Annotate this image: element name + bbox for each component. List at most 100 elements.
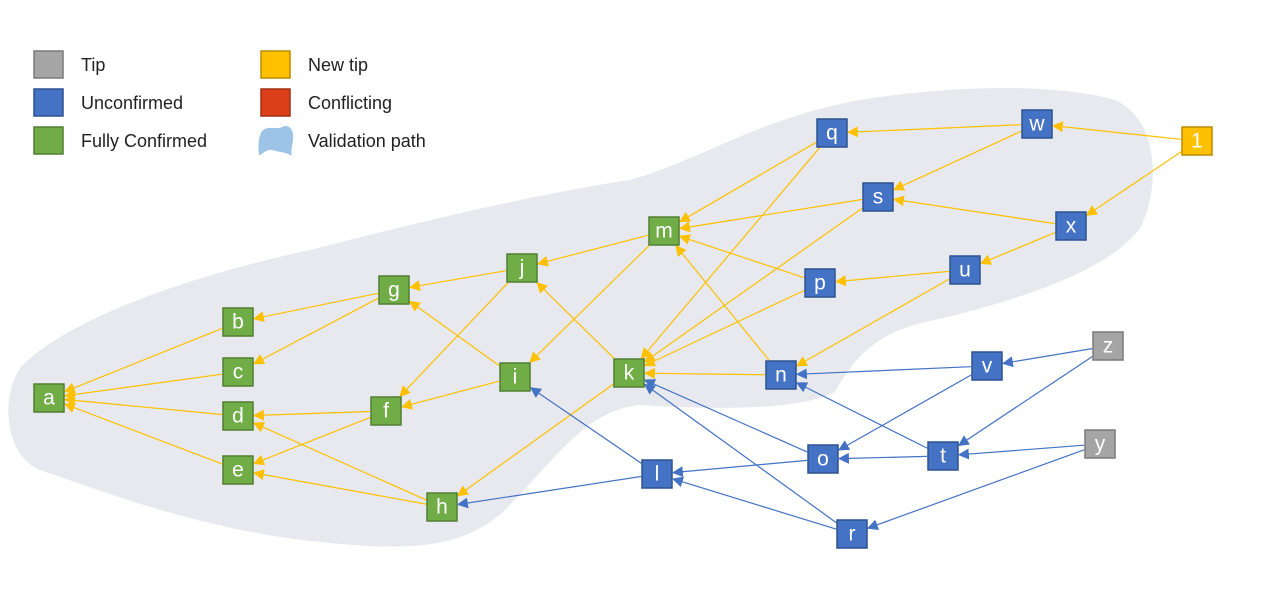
edge-one-to-x [1085, 151, 1182, 216]
edge-w-to-s [892, 130, 1022, 191]
legend-item-validation-path: Validation path [258, 125, 426, 156]
edge-p-to-m [678, 234, 805, 279]
node-e-label: e [232, 459, 244, 482]
legend-swatch-fully-confirmed [33, 126, 64, 155]
node-w[interactable]: w [1021, 109, 1053, 139]
edge-y-to-r [866, 449, 1085, 530]
edge-v-to-o [837, 374, 972, 451]
node-y-label: y [1095, 433, 1106, 456]
node-t-label: t [940, 445, 946, 468]
edge-i-to-f [400, 380, 500, 410]
node-l[interactable]: l [641, 459, 673, 489]
edge-h-to-d [252, 422, 427, 501]
legend-label-tip: Tip [81, 55, 105, 75]
node-c-label: c [233, 361, 244, 384]
node-d-label: d [232, 405, 244, 428]
edge-one-to-w [1051, 121, 1182, 140]
edge-l-to-i [529, 387, 642, 464]
edge-u-to-n [795, 278, 950, 367]
node-s[interactable]: s [862, 182, 894, 212]
node-j[interactable]: j [506, 253, 538, 283]
node-m[interactable]: m [648, 216, 680, 246]
node-s-label: s [873, 186, 884, 209]
edge-k-to-h [456, 383, 614, 497]
legend-swatch-tip [33, 50, 64, 79]
node-1[interactable]: 1 [1181, 126, 1213, 156]
legend-swatch-conflicting [260, 88, 291, 117]
node-j-label: j [519, 257, 525, 280]
legend: Tip Unconfirmed Fully Confirmed New tip … [33, 50, 426, 156]
edge-r-to-l [671, 476, 837, 530]
node-u-label: u [959, 259, 971, 282]
validation-path-icon [258, 125, 294, 156]
legend-label-unconfirmed: Unconfirmed [81, 93, 183, 113]
edges-layer [63, 121, 1182, 530]
node-k-label: k [624, 362, 635, 385]
node-c[interactable]: c [222, 357, 254, 387]
node-v[interactable]: v [971, 351, 1003, 381]
node-b-label: b [232, 311, 244, 334]
legend-label-fully-confirmed: Fully Confirmed [81, 131, 207, 151]
edge-u-to-p [834, 270, 950, 287]
legend-item-fully-confirmed: Fully Confirmed [33, 126, 207, 155]
edge-c-to-a [63, 373, 223, 400]
edge-i-to-g [408, 300, 500, 367]
edge-t-to-n [795, 382, 928, 449]
node-m-label: m [655, 220, 673, 243]
node-l-label: l [655, 463, 660, 486]
node-d[interactable]: d [222, 401, 254, 431]
edge-f-to-d [252, 409, 371, 421]
node-r-label: r [849, 523, 856, 546]
edge-m-to-i [529, 245, 650, 364]
edge-e-to-a [63, 402, 223, 465]
node-p[interactable]: p [804, 268, 836, 298]
legend-label-new-tip: New tip [308, 55, 368, 75]
edge-f-to-e [252, 416, 371, 466]
edge-m-to-j [536, 234, 649, 267]
legend-item-unconfirmed: Unconfirmed [33, 88, 183, 117]
node-n-label: n [775, 364, 787, 387]
edge-d-to-a [63, 394, 223, 416]
node-n[interactable]: n [765, 360, 797, 390]
node-o[interactable]: o [807, 444, 839, 474]
node-a[interactable]: a [33, 383, 65, 413]
node-h[interactable]: h [426, 492, 458, 522]
node-i[interactable]: i [499, 362, 531, 392]
node-q-label: q [826, 122, 838, 145]
edge-r-to-k [643, 383, 837, 524]
nodes-layer: a b c d e f g h [33, 109, 1213, 549]
edge-z-to-t [957, 356, 1093, 447]
node-k[interactable]: k [613, 358, 645, 388]
node-g[interactable]: g [378, 275, 410, 305]
node-b[interactable]: b [222, 307, 254, 337]
node-f-label: f [383, 400, 389, 423]
edge-q-to-k [640, 147, 820, 360]
edge-b-to-a [63, 327, 223, 394]
node-o-label: o [817, 448, 829, 471]
node-r[interactable]: r [836, 519, 868, 549]
node-p-label: p [814, 272, 826, 295]
edge-t-to-o [837, 452, 928, 464]
node-q[interactable]: q [816, 118, 848, 148]
node-v-label: v [982, 355, 993, 378]
edge-w-to-q [846, 124, 1022, 138]
node-u[interactable]: u [949, 255, 981, 285]
node-y[interactable]: y [1084, 429, 1116, 459]
node-f[interactable]: f [370, 396, 402, 426]
node-x-label: x [1066, 215, 1077, 238]
edge-k-to-j [536, 281, 615, 359]
edge-j-to-g [408, 270, 507, 292]
node-e[interactable]: e [222, 455, 254, 485]
legend-label-validation-path: Validation path [308, 131, 426, 151]
node-x[interactable]: x [1055, 211, 1087, 241]
node-t[interactable]: t [927, 441, 959, 471]
edge-y-to-t [957, 444, 1085, 460]
edge-j-to-f [399, 282, 509, 398]
node-z[interactable]: z [1092, 331, 1124, 361]
edge-n-to-m [675, 244, 770, 361]
edge-g-to-c [252, 297, 379, 365]
legend-item-new-tip: New tip [260, 50, 368, 79]
edge-v-to-n [795, 366, 972, 380]
edge-n-to-k [643, 367, 766, 379]
